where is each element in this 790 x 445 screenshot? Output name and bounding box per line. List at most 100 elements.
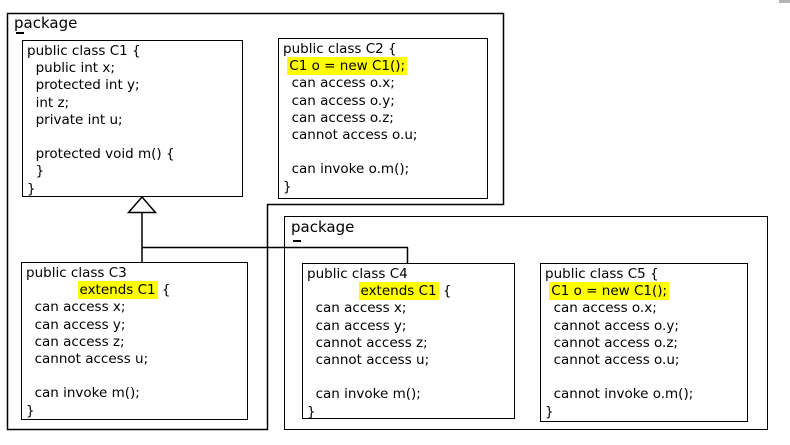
code-line: protected int y; (27, 77, 242, 94)
code-line (307, 369, 514, 386)
code-line: cannot access o.u; (545, 352, 747, 369)
code-line: can access o.y; (283, 93, 487, 110)
code-line (26, 368, 247, 385)
code-text (283, 144, 287, 160)
code-line: public class C1 { (27, 43, 242, 60)
code-text: public class C1 { (27, 43, 141, 59)
code-line (283, 144, 487, 161)
code-line: can access z; (26, 334, 247, 351)
code-text (545, 369, 549, 385)
code-line: can access o.x; (545, 300, 747, 317)
code-line (545, 369, 747, 386)
code-line: int z; (27, 95, 242, 112)
code-line: can access o.x; (283, 75, 487, 92)
package1-label: package (14, 14, 78, 32)
code-text: can access o.y; (283, 92, 395, 109)
code-line: cannot access z; (307, 335, 514, 352)
code-line: public class C3 (26, 265, 247, 282)
code-text: cannot access u; (307, 352, 430, 369)
code-text: private int u; (27, 111, 123, 128)
code-line: can access y; (26, 317, 247, 334)
class-box-c2: public class C2 { C1 o = new C1(); can a… (278, 38, 488, 199)
package2-label: package (291, 218, 355, 236)
code-text: can access o.z; (283, 109, 394, 126)
code-line: public class C4 (307, 266, 514, 283)
code-text: } (27, 163, 45, 180)
code-text: } (26, 402, 35, 419)
code-line: public class C5 { (545, 266, 747, 283)
code-text: public class C5 { (545, 266, 659, 282)
code-line: extends C1 { (26, 281, 247, 300)
package1-underline-mark (16, 32, 24, 34)
code-text (27, 129, 31, 145)
highlighted-code: extends C1 (77, 281, 158, 300)
code-line (27, 129, 242, 146)
code-line: cannot access o.u; (283, 127, 487, 144)
code-line: can invoke m(); (307, 386, 514, 403)
code-text: public class C4 (307, 266, 408, 282)
screen-corner-artifact (779, 0, 790, 3)
code-line: } (307, 403, 514, 419)
code-line: cannot invoke o.m(); (545, 386, 747, 403)
code-line: can access y; (307, 318, 514, 335)
generalization-triangle-icon (126, 195, 158, 214)
code-text: protected int y; (27, 77, 140, 94)
code-line: public int x; (27, 60, 242, 77)
code-line: public class C2 { (283, 41, 487, 58)
code-line: C1 o = new C1(); (283, 57, 487, 76)
class-box-c4: public class C4 extends C1 { can access … (302, 263, 515, 419)
code-text: cannot invoke o.m(); (545, 386, 694, 403)
code-text (26, 282, 78, 298)
code-line: private int u; (27, 112, 242, 129)
code-text: cannot access z; (307, 334, 428, 351)
highlighted-code: C1 o = new C1(); (549, 282, 670, 301)
code-line: } (27, 180, 242, 197)
highlighted-code: C1 o = new C1(); (287, 57, 408, 76)
code-text: { (438, 283, 452, 300)
code-text: cannot access o.u; (545, 352, 680, 369)
code-line: } (26, 402, 247, 419)
class-box-c5: public class C5 { C1 o = new C1(); can a… (540, 263, 748, 422)
code-text: } (283, 178, 292, 195)
code-text: can invoke o.m(); (283, 161, 410, 178)
code-line: C1 o = new C1(); (545, 282, 747, 301)
code-line: can access o.z; (283, 110, 487, 127)
code-line: cannot access u; (26, 351, 247, 368)
code-text: int z; (27, 94, 70, 111)
code-line: cannot access u; (307, 352, 514, 369)
code-text: can access o.x; (283, 75, 395, 92)
code-line: protected void m() { (27, 146, 242, 163)
highlighted-code: extends C1 (358, 282, 439, 301)
code-text: can access x; (307, 300, 407, 317)
class-box-c1: public class C1 { public int x; protecte… (22, 40, 243, 197)
code-text: can access y; (307, 317, 407, 334)
code-text (26, 368, 30, 384)
code-text: can invoke m(); (307, 386, 421, 403)
code-text: } (545, 403, 554, 420)
code-text: can access z; (26, 333, 125, 350)
package1-boundary (6, 12, 505, 431)
code-text: { (157, 282, 171, 299)
code-text (307, 283, 359, 299)
code-text: can invoke m(); (26, 385, 140, 402)
code-text: cannot access u; (26, 351, 149, 368)
code-text: } (307, 403, 316, 419)
code-line: cannot access o.z; (545, 335, 747, 352)
code-line: } (545, 404, 747, 421)
code-text: can access x; (26, 299, 126, 316)
code-text: } (27, 180, 36, 197)
code-text: public class C2 { (283, 41, 397, 57)
package2-boundary (284, 216, 768, 430)
code-text: cannot access o.y; (545, 317, 679, 334)
code-line: cannot access o.y; (545, 318, 747, 335)
code-text: public class C3 (26, 265, 127, 281)
code-text (307, 369, 311, 385)
code-line: can invoke m(); (26, 385, 247, 402)
code-text: can access y; (26, 316, 126, 333)
code-text: protected void m() { (27, 146, 175, 163)
code-line: } (27, 163, 242, 180)
class-box-c3: public class C3 extends C1 { can access … (21, 262, 248, 420)
code-text: public int x; (27, 60, 115, 77)
